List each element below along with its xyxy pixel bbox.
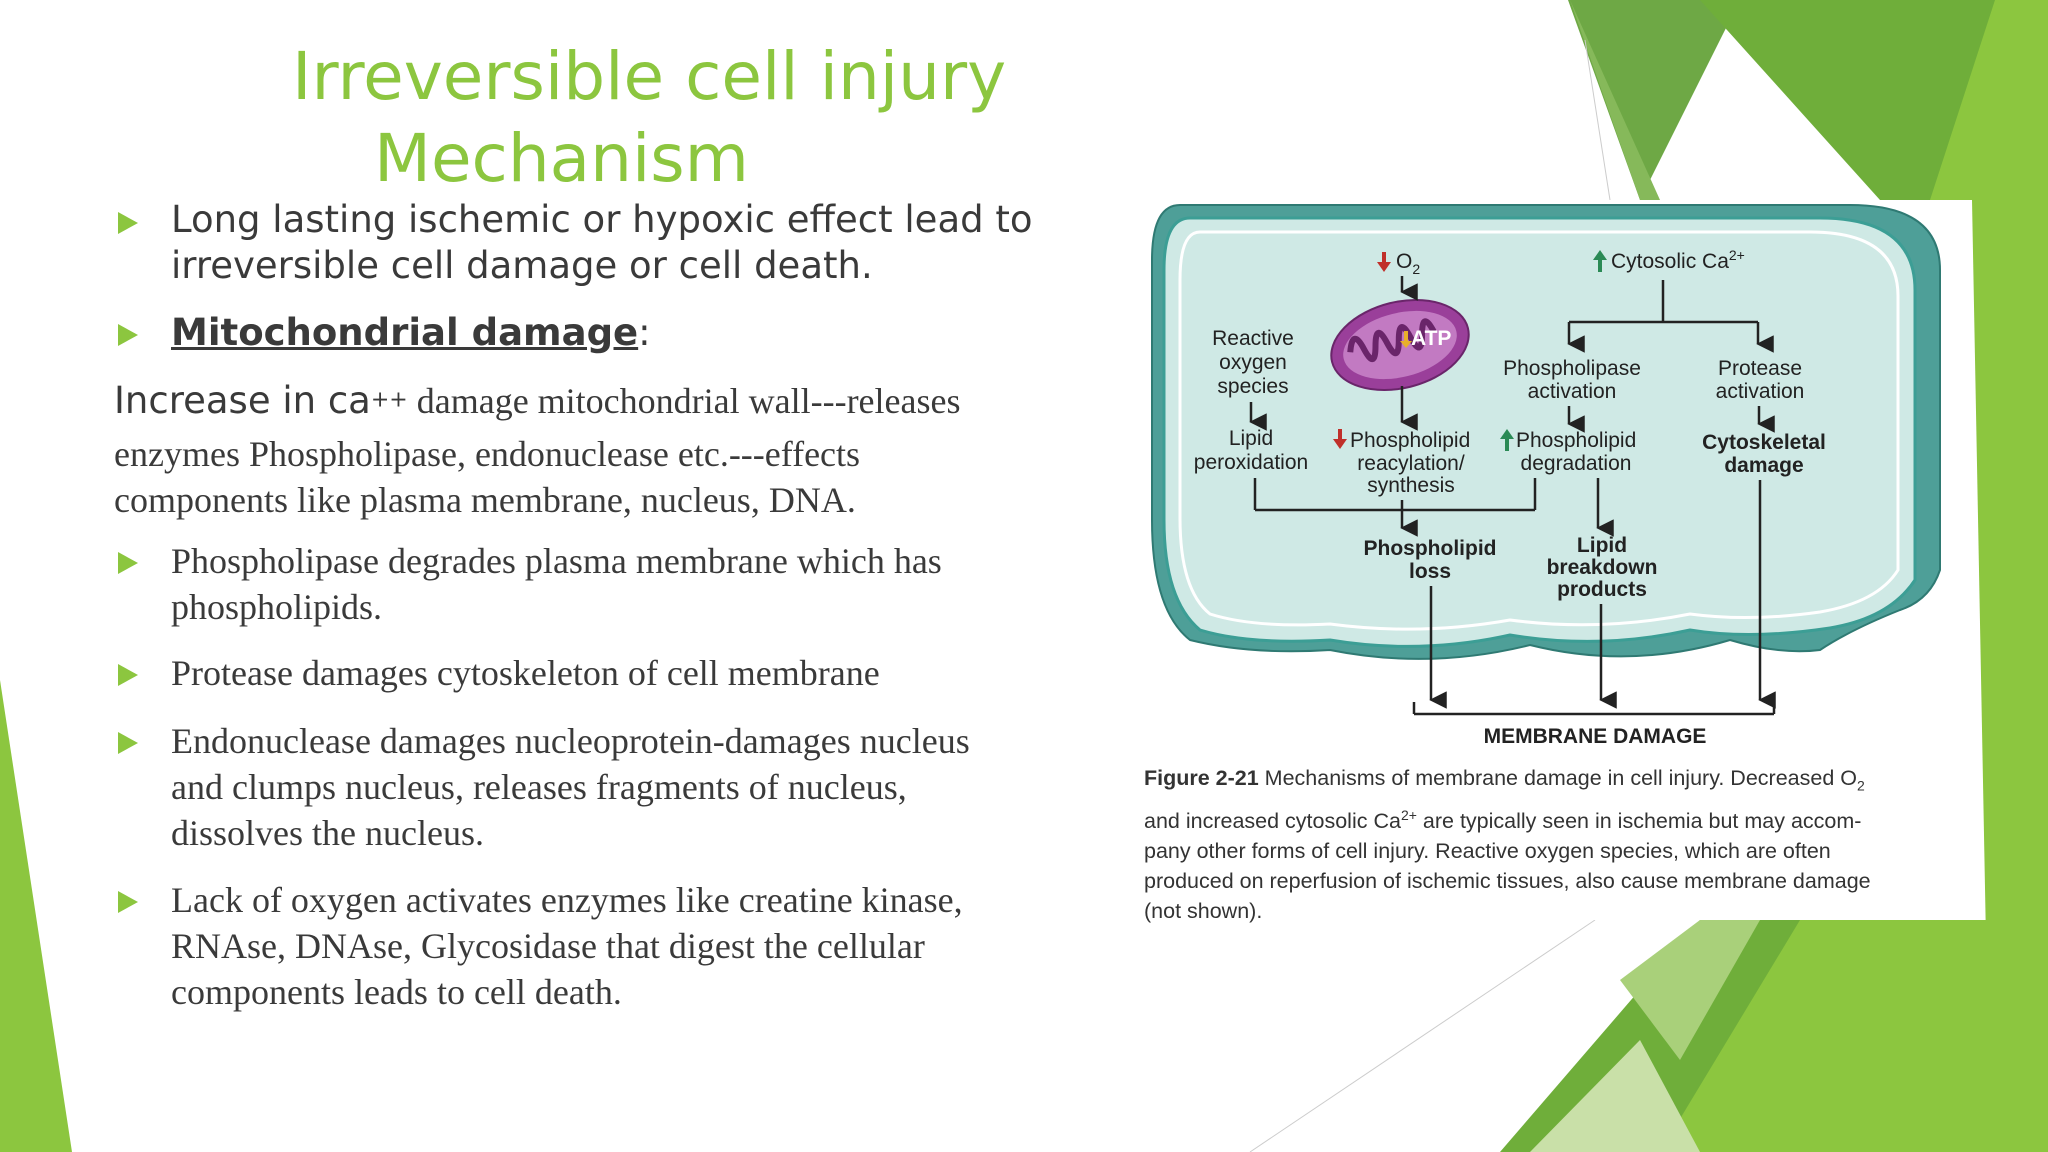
caption-text: are typically seen in ischemia but may a…	[1416, 809, 1862, 834]
cell-membrane-inner	[1178, 230, 1900, 631]
protease-activation-label-line: activation	[1716, 380, 1805, 403]
cytosolic-calcium-label: Cytosolic Ca2+	[1611, 247, 1745, 273]
bullet-triangle-icon	[118, 732, 138, 754]
bullet-endonuclease: Endonuclease damages nucleoprotein-damag…	[171, 718, 970, 856]
deco-facet	[1620, 920, 1760, 1060]
lipid-breakdown-label-line: products	[1557, 578, 1647, 601]
mitochondrion-icon	[1330, 298, 1470, 392]
reacylation-label-line: Phospholipid	[1350, 429, 1470, 452]
paragraph-superscript: ++	[370, 387, 408, 413]
o2-label: O2	[1396, 250, 1420, 277]
deco-facet	[1660, 920, 1990, 1152]
paragraph-text-line: enzymes Phospholipase, endonuclease etc.…	[114, 434, 861, 474]
down-arrow-icon	[1400, 331, 1412, 348]
bullet-text-line: and clumps nucleus, releases fragments o…	[171, 767, 907, 807]
up-arrow-icon	[1500, 429, 1514, 451]
bullet-text-line: Protease damages cytoskeleton of cell me…	[171, 653, 880, 693]
degradation-label-line: degradation	[1521, 452, 1632, 475]
deco-facet	[0, 680, 72, 1152]
lipid-breakdown-label-line: Lipid	[1577, 534, 1627, 557]
ros-label-line: species	[1217, 375, 1288, 398]
degradation-label-line: Phospholipid	[1516, 429, 1636, 452]
reacylation-label-line: synthesis	[1367, 474, 1455, 497]
lipid-peroxidation-label-line: peroxidation	[1194, 451, 1308, 474]
phospholipid-loss-label-line: loss	[1409, 560, 1451, 583]
bullet-text-line: RNAse, DNAse, Glycosidase that digest th…	[171, 926, 925, 966]
caption-text: and increased cytosolic Ca	[1144, 809, 1401, 834]
lipid-peroxidation-label-line: Lipid	[1229, 427, 1273, 450]
paragraph-lead: Increase in ca	[114, 379, 371, 422]
cytoskeletal-damage-label-line: Cytoskeletal	[1702, 431, 1826, 454]
caption-text: Mechanisms of membrane damage in cell in…	[1258, 766, 1857, 790]
bullet-ischemic-effect: Long lasting ischemic or hypoxic effect …	[171, 197, 1033, 289]
heading-colon: :	[638, 311, 651, 354]
caption-text-line: (not shown).	[1144, 899, 1263, 924]
down-arrow-icon	[1333, 429, 1347, 449]
lipid-breakdown-label-line: breakdown	[1547, 556, 1658, 579]
paragraph-text: damage mitochondrial wall---releases	[407, 381, 961, 421]
bullet-triangle-icon	[118, 324, 138, 346]
bullet-text-line: Phospholipase degrades plasma membrane w…	[171, 541, 942, 581]
mitochondrial-damage-heading: Mitochondrial damage	[171, 311, 639, 354]
atp-label: ATP	[1411, 327, 1451, 350]
caption-text-line: pany other forms of cell injury. Reactiv…	[1144, 839, 1831, 864]
bullet-lack-of-oxygen: Lack of oxygen activates enzymes like cr…	[171, 877, 963, 1015]
bullet-phospholipase: Phospholipase degrades plasma membrane w…	[171, 538, 942, 630]
phospholipase-activation-label-line: activation	[1528, 380, 1617, 403]
bullet-text-line: components leads to cell death.	[171, 972, 622, 1012]
deco-facet	[1568, 0, 1740, 200]
ros-label-line: oxygen	[1219, 351, 1287, 374]
protease-activation-label-line: Protease	[1718, 357, 1802, 380]
bullet-text-line: dissolves the nucleus.	[171, 813, 484, 853]
deco-line	[1249, 919, 1596, 1152]
deco-facet	[1972, 200, 2048, 1152]
phospholipase-activation-label-line: Phospholipase	[1503, 357, 1641, 380]
phospholipid-loss-label-line: Phospholipid	[1364, 537, 1497, 560]
figure-caption: Figure 2-21 Mechanisms of membrane damag…	[1144, 763, 1964, 926]
bullet-protease: Protease damages cytoskeleton of cell me…	[171, 650, 880, 696]
calcium-paragraph: Increase in ca++ damage mitochondrial wa…	[114, 378, 961, 523]
membrane-damage-figure: ATP O2 Cytosolic Ca2+ Reactive oxygen sp…	[1130, 200, 1970, 923]
deco-line	[1584, 39, 1611, 201]
slide-title-line1: Irreversible cell injury	[292, 38, 1007, 115]
deco-facet	[1930, 0, 2048, 200]
down-arrow-icon	[1377, 252, 1391, 272]
ros-label-line: Reactive	[1212, 327, 1294, 350]
reacylation-label-line: reacylation/	[1357, 452, 1465, 475]
bullet-text-line: phospholipids.	[171, 587, 383, 627]
caption-text-line: produced on reperfusion of ischemic tiss…	[1144, 869, 1871, 894]
caption-subscript: 2	[1856, 777, 1865, 794]
slide-title-line2: Mechanism	[374, 120, 749, 197]
bullet-mitochondrial-damage: Mitochondrial damage:	[171, 310, 651, 356]
cytoskeletal-damage-label-line: damage	[1724, 454, 1803, 477]
caption-figure-label: Figure 2-21	[1144, 766, 1259, 790]
membrane-damage-label: MEMBRANE DAMAGE	[1484, 725, 1707, 748]
bullet-text-line: irreversible cell damage or cell death.	[171, 244, 873, 287]
deco-facet	[1530, 1040, 1700, 1152]
membrane-damage-diagram: ATP O2 Cytosolic Ca2+ Reactive oxygen sp…	[1151, 204, 1941, 748]
bullet-text-line: Lack of oxygen activates enzymes like cr…	[171, 880, 963, 920]
bullet-triangle-icon	[118, 212, 138, 234]
bullet-triangle-icon	[118, 664, 138, 686]
up-arrow-icon	[1593, 250, 1607, 272]
caption-superscript: 2+	[1400, 807, 1417, 824]
bullet-text-line: Long lasting ischemic or hypoxic effect …	[171, 198, 1033, 241]
bullet-triangle-icon	[118, 552, 138, 574]
paragraph-text-line: components like plasma membrane, nucleus…	[114, 480, 856, 520]
bullet-triangle-icon	[118, 891, 138, 913]
bullet-text-line: Endonuclease damages nucleoprotein-damag…	[171, 721, 970, 761]
deco-facet	[1570, 0, 1660, 200]
